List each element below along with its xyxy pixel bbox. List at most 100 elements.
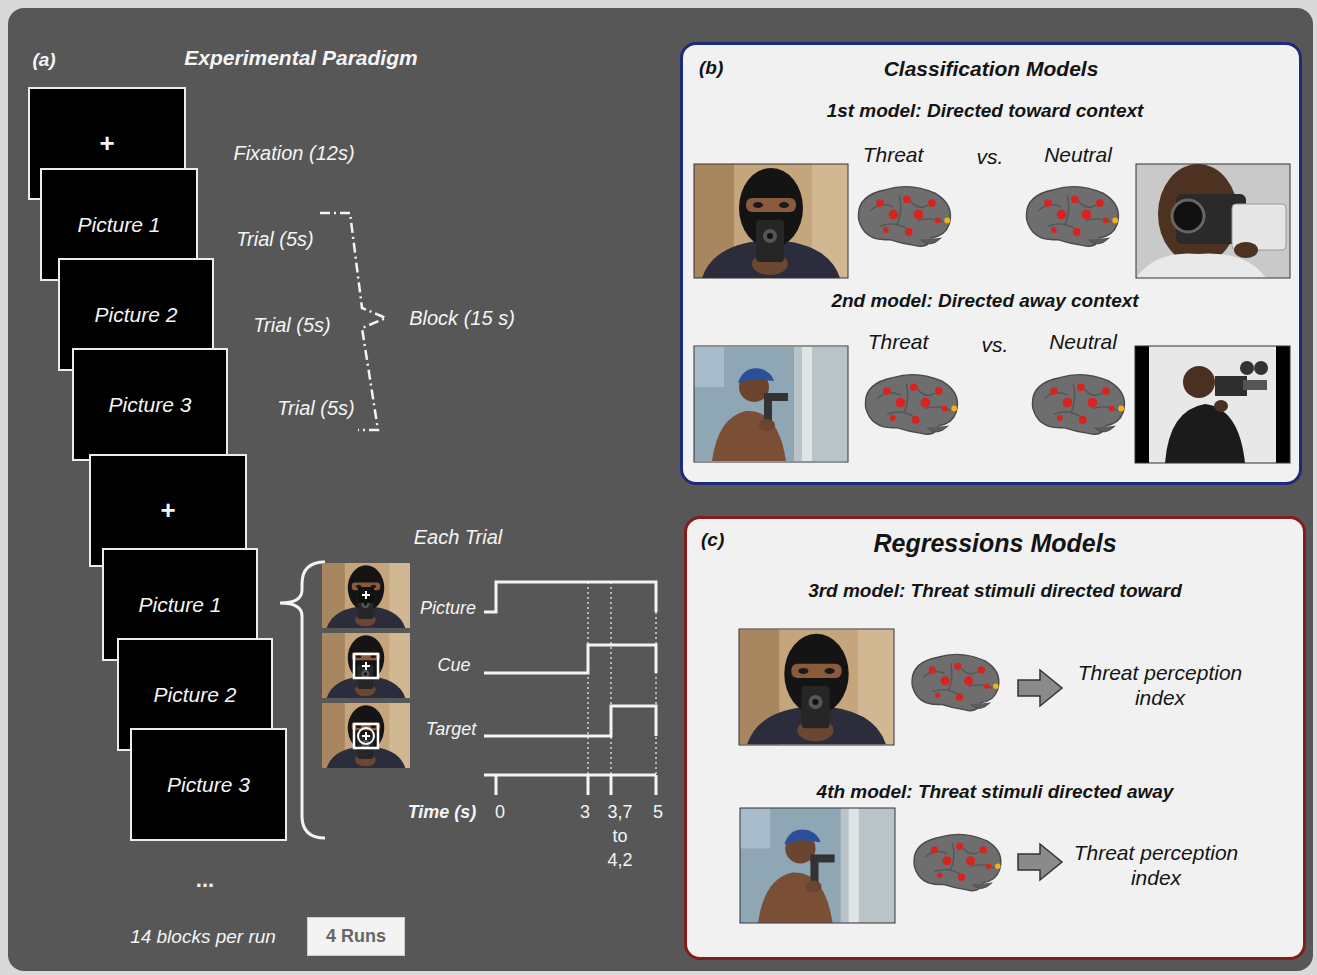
cue-wave	[484, 645, 656, 673]
fixation-patch	[358, 587, 374, 603]
screen-text: Picture 3	[167, 773, 250, 797]
label-text: Picture	[420, 598, 476, 618]
photo-frame	[740, 808, 895, 923]
screen-frame: Picture 3	[130, 728, 287, 841]
label-holder: 3	[580, 802, 590, 823]
brain-map	[865, 375, 957, 435]
label-text: ...	[196, 867, 214, 892]
photo-frame	[694, 346, 848, 462]
runs-text: 4 Runs	[326, 926, 386, 947]
label-text: Threat	[868, 330, 929, 353]
screen-text: +	[99, 128, 114, 159]
label-text: 2nd model: Directed away context	[831, 290, 1138, 311]
label-text: Trial (5s)	[236, 228, 313, 250]
block-arrow	[1018, 844, 1062, 880]
picture-wave	[484, 582, 656, 612]
screen-text: Picture 1	[139, 593, 222, 617]
label-text: Experimental Paradigm	[184, 46, 417, 69]
label-holder: vs.	[977, 145, 1004, 169]
label-holder: 14 blocks per run	[130, 926, 276, 948]
label-text: vs.	[982, 333, 1009, 356]
brain-map	[1026, 187, 1118, 247]
label-holder: Picture	[420, 598, 476, 619]
label-holder: vs.	[982, 333, 1009, 357]
label-text: Threat perception index	[1056, 840, 1256, 890]
screen-text: Picture 1	[78, 213, 161, 237]
text-holder: 4 Runs	[308, 918, 404, 955]
label-holder: Trial (5s)	[277, 397, 354, 420]
text-holder: Picture 3	[132, 730, 285, 839]
photo	[1135, 346, 1290, 463]
label-holder: 0	[495, 802, 505, 823]
block-arrow	[1018, 670, 1062, 706]
label-text: Neutral	[1044, 143, 1112, 166]
label-holder: (a)	[32, 49, 55, 71]
photo-frame	[694, 164, 848, 278]
brain-map	[858, 187, 950, 247]
photo	[694, 347, 848, 461]
fixation-cross	[362, 732, 370, 740]
photo-frame	[1135, 346, 1290, 463]
label-holder: Trial (5s)	[253, 314, 330, 337]
text-holder: Classification Models	[683, 57, 1299, 81]
label-holder: Trial (5s)	[236, 228, 313, 251]
label-holder: Fixation (12s)	[233, 142, 354, 165]
trial-thumb	[322, 563, 410, 628]
label-holder: 1st model: Directed toward context	[827, 100, 1144, 122]
label-text: Cue	[437, 655, 470, 675]
photo	[740, 808, 895, 923]
label-holder: Each Trial	[414, 526, 503, 549]
photo	[739, 630, 894, 745]
label-text: Fixation (12s)	[233, 142, 354, 164]
time-guides	[588, 582, 656, 775]
label-text: Each Trial	[414, 526, 503, 548]
target-wave	[484, 706, 656, 736]
label-holder: Target	[426, 719, 476, 740]
label-text: Target	[426, 719, 476, 739]
trial-thumb	[322, 633, 410, 698]
cue-square	[354, 654, 378, 678]
trial-brace	[280, 562, 325, 838]
label-holder: Threat perception index	[1056, 840, 1256, 890]
time-axis	[484, 775, 656, 795]
panel-heading: (b)	[699, 57, 723, 78]
screen-frame: Picture 3	[72, 348, 228, 461]
screen-text: Picture 2	[95, 303, 178, 327]
label-holder: 2nd model: Directed away context	[831, 290, 1138, 312]
label-text: 3	[580, 802, 590, 822]
label-text: vs.	[977, 145, 1004, 168]
label-text: Threat	[863, 143, 924, 166]
figure-panel	[8, 8, 1313, 971]
label-holder: 5	[653, 802, 663, 823]
label-text: Threat perception index	[1060, 660, 1260, 710]
runs-box: 4 Runs	[307, 917, 405, 956]
photo	[1136, 164, 1290, 278]
brain-map	[1032, 375, 1124, 435]
text-holder: (c)	[701, 529, 724, 551]
label-holder: Neutral	[1049, 330, 1117, 354]
panel-heading: Regressions Models	[873, 529, 1116, 557]
label-holder: Threat	[868, 330, 929, 354]
cue-square	[354, 724, 378, 748]
label-text: Time (s)	[408, 802, 477, 822]
screen-text: Picture 3	[109, 393, 192, 417]
target-circle	[358, 728, 374, 744]
text-holder: (b)	[699, 57, 723, 79]
label-holder: Time (s)	[408, 802, 477, 823]
label-holder: 3,7 to 4,2	[607, 800, 632, 872]
photo-frame	[739, 629, 894, 745]
label-text: 14 blocks per run	[130, 926, 276, 947]
label-text: 5	[653, 802, 663, 822]
label-text: 0	[495, 802, 505, 822]
label-holder: 3rd model: Threat stimuli directed towar…	[808, 580, 1182, 602]
label-text: (a)	[32, 49, 55, 70]
label-text: Trial (5s)	[253, 314, 330, 336]
trial-thumb	[322, 703, 410, 768]
screen-text: +	[160, 495, 175, 526]
panel-heading: (c)	[701, 529, 724, 550]
fixation-cross	[362, 662, 370, 670]
label-holder: Neutral	[1044, 143, 1112, 167]
label-holder: Threat perception index	[1060, 660, 1260, 710]
brain-map	[914, 834, 1001, 890]
